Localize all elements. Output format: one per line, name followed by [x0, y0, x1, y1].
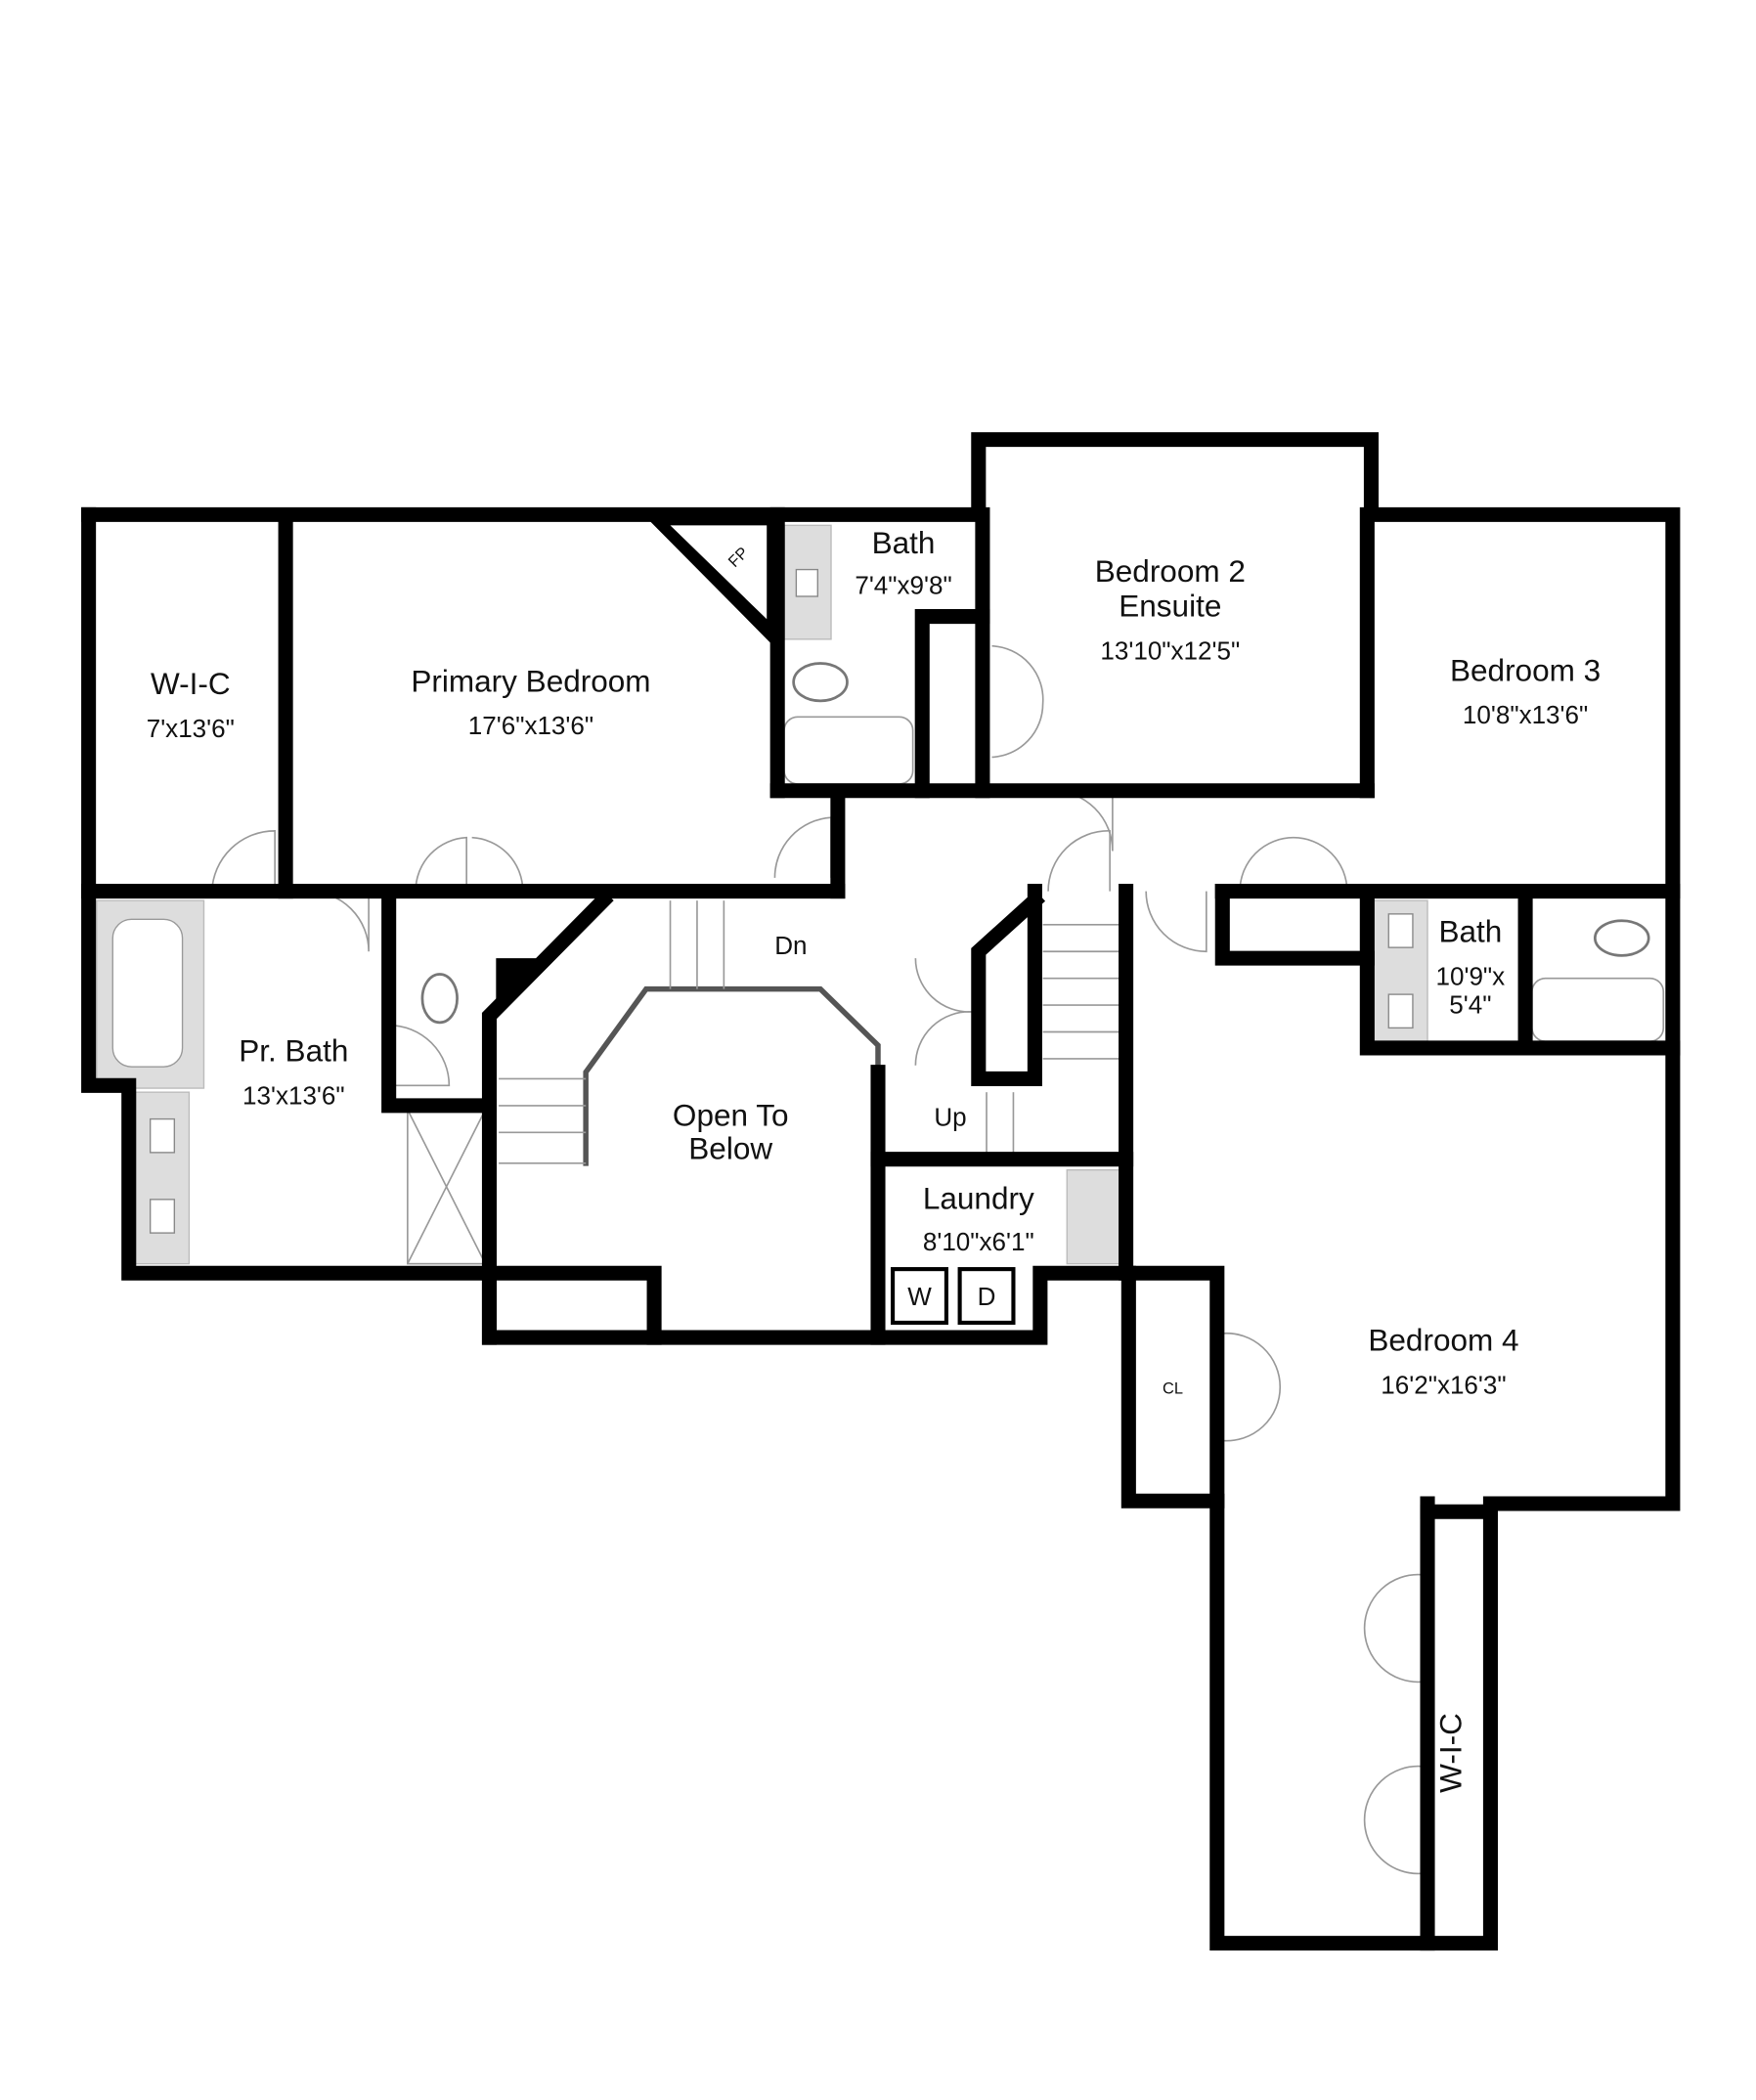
room-dims: 10'9"x — [1436, 962, 1506, 991]
room-dims: 17'6"x13'6" — [468, 711, 593, 740]
walls — [81, 432, 1681, 1951]
fixtures — [96, 524, 1665, 1326]
room-name: Bath — [872, 525, 936, 560]
room-name: Bedroom 2 — [1095, 553, 1246, 589]
room-name-line2: Ensuite — [1119, 589, 1221, 624]
room-dims: 7'x13'6" — [147, 714, 235, 743]
stairs-up-label: Up — [934, 1102, 966, 1131]
stairs — [499, 900, 1123, 1164]
stairs-down-label: Dn — [774, 931, 807, 960]
room-name: W-I-C — [1432, 1713, 1468, 1793]
room-name: Bedroom 4 — [1368, 1323, 1518, 1358]
room-name: Pr. Bath — [239, 1033, 348, 1069]
doors — [210, 644, 1422, 1875]
dryer-label: D — [978, 1282, 996, 1311]
room-dims: 13'x13'6" — [242, 1081, 345, 1111]
washer-label: W — [907, 1282, 932, 1311]
room-name: Open To — [673, 1097, 789, 1132]
room-dims: 16'2"x16'3" — [1381, 1371, 1506, 1400]
room-labels: W-I-C 7'x13'6" Primary Bedroom 17'6"x13'… — [147, 525, 1601, 1793]
room-dims: 7'4"x9'8" — [855, 570, 951, 599]
room-name: Laundry — [923, 1180, 1034, 1215]
room-dims: 8'10"x6'1" — [923, 1227, 1034, 1256]
room-dims-line2: 5'4" — [1449, 989, 1491, 1019]
room-name: Primary Bedroom — [411, 663, 650, 698]
room-name: Bedroom 3 — [1450, 652, 1601, 687]
room-dims: 10'8"x13'6" — [1463, 700, 1588, 729]
closet-label: CL — [1163, 1380, 1183, 1398]
room-name: Bath — [1438, 914, 1502, 949]
room-name: W-I-C — [151, 666, 231, 701]
room-name-line2: Below — [688, 1131, 772, 1166]
room-dims: 13'10"x12'5" — [1100, 635, 1240, 665]
